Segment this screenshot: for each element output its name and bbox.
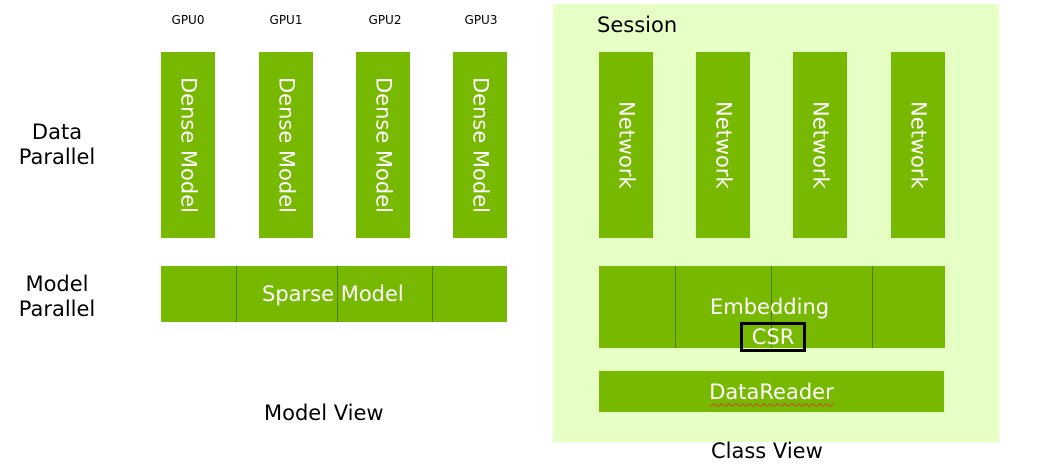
embedding-divider — [872, 266, 873, 348]
network-label: Network — [711, 101, 736, 189]
datareader-bar: DataReader — [599, 371, 944, 412]
sparse-model-bar: Sparse Model — [161, 266, 507, 322]
network-label: Network — [906, 101, 931, 189]
network-block-2: Network — [793, 52, 847, 238]
class-view-caption: Class View — [711, 439, 823, 463]
dense-model-label: Dense Model — [274, 77, 299, 213]
gpu-label-3: GPU3 — [464, 13, 498, 27]
data-parallel-label: Data Parallel — [18, 120, 96, 169]
datareader-label: DataReader — [709, 379, 834, 404]
gpu-label-2: GPU2 — [368, 13, 402, 27]
network-label: Network — [614, 101, 639, 189]
sparse-model-label: Sparse Model — [262, 282, 404, 306]
network-block-0: Network — [599, 52, 653, 238]
dense-model-block-0: Dense Model — [161, 52, 215, 238]
model-parallel-label: Model Parallel — [18, 272, 96, 321]
gpu-label-1: GPU1 — [269, 13, 303, 27]
embedding-bar: Embedding — [599, 266, 945, 348]
dense-model-label: Dense Model — [468, 77, 493, 213]
sparse-divider — [432, 266, 433, 322]
embedding-divider — [771, 266, 772, 348]
network-block-1: Network — [696, 52, 750, 238]
network-block-3: Network — [891, 52, 945, 238]
dense-model-label: Dense Model — [176, 77, 201, 213]
sparse-divider — [337, 266, 338, 322]
model-view-caption: Model View — [264, 401, 384, 425]
dense-model-block-2: Dense Model — [356, 52, 410, 238]
gpu-label-0: GPU0 — [171, 13, 205, 27]
embedding-divider — [675, 266, 676, 348]
dense-model-block-1: Dense Model — [259, 52, 313, 238]
sparse-divider — [236, 266, 237, 322]
embedding-label: Embedding — [710, 295, 830, 319]
csr-label: CSR — [751, 325, 795, 349]
network-label: Network — [808, 101, 833, 189]
csr-box: CSR — [740, 322, 806, 352]
dense-model-label: Dense Model — [371, 77, 396, 213]
dense-model-block-3: Dense Model — [453, 52, 507, 238]
session-label: Session — [597, 13, 678, 37]
